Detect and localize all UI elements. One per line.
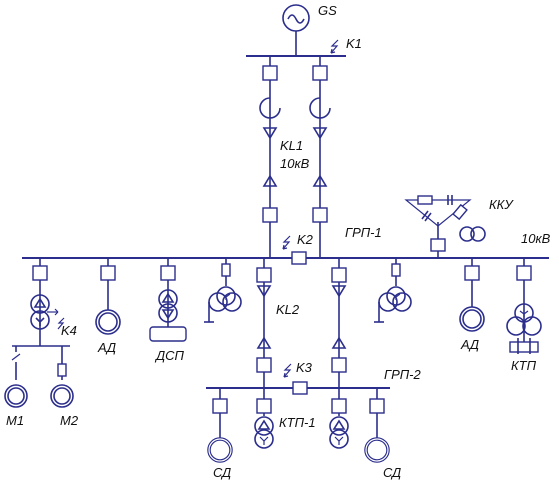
feeder-motor-transformer <box>4 258 74 408</box>
kl1-voltage-label: 10кВ <box>280 156 310 171</box>
sd-right-label: СД <box>383 465 401 480</box>
m1-label: M1 <box>6 413 24 428</box>
feeder-ktp1-left <box>254 388 274 449</box>
feeder-synchronous-motor-right <box>364 388 390 463</box>
k1-label: K1 <box>346 36 362 51</box>
ktp1-label: КТП-1 <box>279 415 316 430</box>
ad-right-label: АД <box>460 337 479 352</box>
feeder-transformer-left <box>204 258 242 323</box>
feeder-induction-motor-left <box>95 258 121 335</box>
fault-k1-icon <box>330 39 339 54</box>
m2-label: M2 <box>60 413 79 428</box>
bus-sectionalizer-grp2 <box>292 381 308 395</box>
ad-left-label: АД <box>97 340 116 355</box>
sd-left-label: СД <box>213 465 231 480</box>
generator-label: GS <box>318 3 337 18</box>
grp2-label: ГРП-2 <box>384 367 421 382</box>
feeder-synchronous-motor-left <box>207 388 233 463</box>
fault-k2-icon <box>282 235 291 250</box>
kku-label: ККУ <box>489 197 514 212</box>
feeder-kl1-left <box>259 56 281 258</box>
feeder-transformer-right <box>374 258 412 323</box>
kl1-label: KL1 <box>280 138 303 153</box>
dsp-label: ДСП <box>154 348 185 363</box>
feeder-ktp <box>506 258 542 354</box>
ktp-label: КТП <box>511 358 537 373</box>
capacitor-bank-kku <box>404 195 486 258</box>
feeder-arc-furnace-dsp <box>149 258 187 342</box>
generator-gs <box>282 4 310 56</box>
k4-label: K4 <box>61 323 77 338</box>
bus-voltage-label: 10кВ <box>521 231 551 246</box>
fault-k3-icon <box>283 363 292 378</box>
k3-label: K3 <box>296 360 313 375</box>
feeder-induction-motor-right <box>459 258 485 332</box>
feeder-kl2-right <box>331 258 347 388</box>
feeder-kl2-left <box>256 258 272 388</box>
kl2-label: KL2 <box>276 302 300 317</box>
bus-sectionalizer-grp1 <box>291 251 307 265</box>
k2-label: K2 <box>297 232 314 247</box>
feeder-ktp1-right <box>329 388 349 449</box>
feeder-kl1-right <box>309 56 331 258</box>
grp1-label: ГРП-1 <box>345 225 382 240</box>
